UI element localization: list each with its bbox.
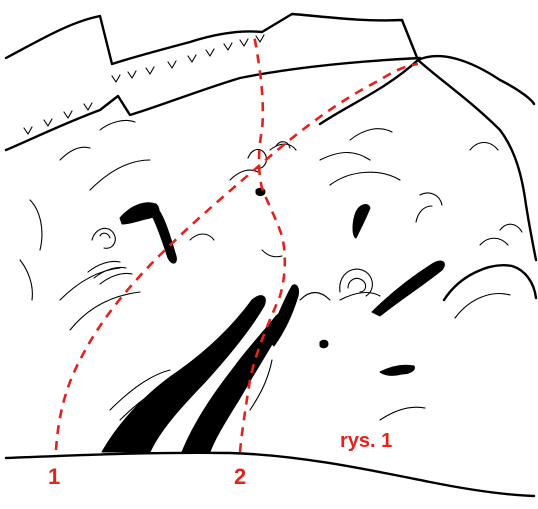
grass-tufts [24, 35, 264, 134]
route-number-1: 1 [48, 464, 60, 489]
right-bulge-inner [455, 294, 510, 318]
right-buttress [320, 60, 536, 260]
figure-caption: rys. 1 [340, 430, 392, 452]
route-number-2: 2 [234, 464, 246, 489]
pocket-small [248, 149, 266, 168]
crack-small-1 [353, 205, 370, 238]
texture-lines [20, 120, 522, 420]
crack-mid-right [372, 261, 444, 316]
crack-small-2 [380, 365, 414, 375]
pocket-swirl-left [92, 228, 115, 248]
crack-dot-1 [320, 340, 328, 347]
chimney-right [268, 285, 299, 346]
band-lower-edge [6, 58, 420, 150]
route-line-2 [240, 36, 285, 452]
pocket-swirl-right [340, 269, 373, 296]
pocket-lines-left [88, 261, 132, 284]
ground-line [6, 453, 534, 496]
ledge-marks [262, 206, 432, 257]
crack-upper-left-2 [150, 204, 176, 263]
